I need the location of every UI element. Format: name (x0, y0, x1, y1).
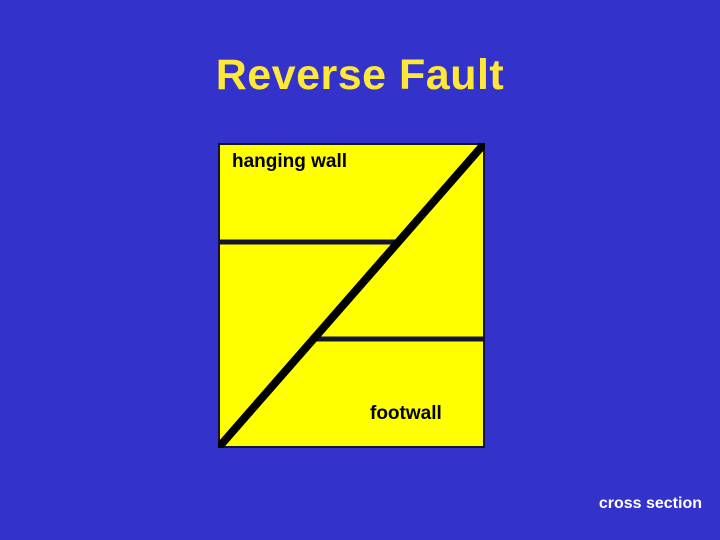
footwall-label: footwall (370, 403, 442, 424)
reverse-fault-diagram: hanging wall footwall (218, 143, 485, 448)
fault-plane-line (218, 143, 485, 448)
page-title: Reverse Fault (215, 51, 505, 99)
hanging-wall-label: hanging wall (232, 151, 348, 172)
fault-lines-svg (218, 143, 485, 448)
cross-section-caption: cross section (598, 495, 702, 512)
